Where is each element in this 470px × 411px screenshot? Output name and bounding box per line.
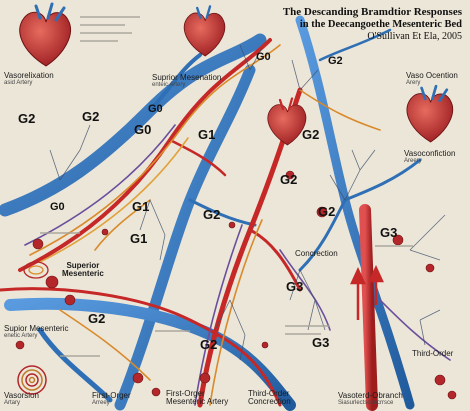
faint-text-line — [80, 32, 132, 34]
title-line-2: in the Deecangoethe Mesenteric Bed — [299, 18, 462, 30]
gen-label-g2-center: G2 — [302, 127, 320, 142]
label-first-order-sub: Arreey — [92, 400, 110, 407]
label-third-order-concretion-sub: Concrection — [248, 397, 291, 407]
label-superior-mesenteric-bottom-sub: enetic Artery — [4, 333, 38, 340]
label-third-order-concretion: Third-Order Concrection — [248, 389, 291, 407]
label-vasorestion-sub: Artary — [4, 400, 21, 407]
red-artery-lower — [0, 287, 282, 407]
label-first-order: First-Orger Arreey — [92, 391, 131, 407]
faint-text-line — [155, 330, 190, 332]
label-vasorelaxation: Vasorelixation asid Artery — [4, 71, 54, 87]
spiral-icon — [17, 365, 47, 395]
label-first-order-mesenteric-sub: Mesenteric Artery — [166, 397, 229, 407]
gen-label-g0-left-mid: G0 — [50, 201, 65, 213]
label-vaso-occlusion-sub: Arery — [406, 80, 421, 87]
heart-center — [267, 97, 307, 146]
orange-vessel-3 — [209, 219, 263, 406]
label-vasorelaxation-sub: asid Artery — [4, 80, 33, 87]
gen-label-g2-low-left: G2 — [88, 311, 106, 326]
label-third-order-concretion-text: Third-Order — [248, 389, 290, 398]
label-vasoconstriction-sub: Areery — [404, 158, 422, 165]
label-vasorelaxation-text: Vasorelixation — [4, 71, 54, 80]
label-superior-mesenteric-top-sub: enteic Artery — [152, 82, 186, 89]
heart-top-left — [19, 2, 71, 67]
gen-label-g2-right: G2 — [318, 204, 336, 219]
heart-right — [406, 84, 454, 143]
orange-vessel-6 — [299, 89, 381, 131]
heart-top-center — [183, 5, 226, 57]
gen-label-g2-upper: G2 — [82, 109, 100, 124]
gen-label-g2-top-right: G2 — [328, 55, 343, 67]
label-superior-mesenteric-top: Suprior Mesenation enteic Artery — [152, 73, 222, 89]
faint-text-line — [375, 245, 413, 247]
label-superior-mesenteric-bottom-text: Supior Mesenteric — [4, 324, 69, 333]
red-arrows — [350, 265, 384, 320]
diagram-title: The Descanding Bramdtior Responses in th… — [262, 6, 462, 42]
faint-text-line — [40, 232, 80, 234]
gen-label-g0-mid2: G0 — [148, 103, 163, 115]
label-concretion: Concrection — [295, 249, 338, 258]
red-artery-right — [359, 204, 378, 411]
blue-branch-3 — [298, 198, 347, 272]
blue-branch-5 — [318, 28, 392, 62]
label-vasorestion: Vasorsion Artary — [4, 391, 39, 407]
label-vaso-occlusion: Vaso Ocention Arery — [406, 71, 458, 87]
label-vascular-branch-text: Vasoterd-Obranch — [338, 391, 403, 400]
blue-branch-1 — [148, 53, 202, 112]
purple-vessel-4 — [379, 299, 451, 361]
faint-text-line — [80, 16, 140, 18]
gen-label-g1-mid: G1 — [132, 199, 150, 214]
branch-tree — [49, 44, 446, 361]
label-superior-mesenteric-top-text: Suprior Mesenation — [152, 73, 222, 82]
gen-label-g2-mid: G2 — [203, 207, 221, 222]
label-vaso-occlusion-text: Vaso Ocention — [406, 71, 458, 80]
label-vasoconstriction: Vasoconfiction Areery — [404, 149, 456, 165]
label-superior-mesenteric-mid: Superior Mesenteric — [62, 261, 104, 279]
blue-branch-2 — [343, 158, 422, 202]
gen-label-g2-low-center: G2 — [200, 337, 218, 352]
nodes — [15, 170, 457, 400]
gen-label-g3-right: G3 — [380, 225, 398, 240]
faint-text-line — [285, 325, 330, 327]
gen-label-g3-lower: G3 — [312, 335, 330, 350]
blue-branch-4 — [188, 198, 257, 227]
label-first-order-mesenteric-text: First-Orger — [166, 389, 205, 398]
title-line-1: The Descanding Bramdtior Responses — [282, 6, 462, 18]
gen-label-g0-top: G0 — [256, 51, 271, 63]
label-first-order-mesenteric: First-Orger Mesenteric Artery — [166, 389, 229, 407]
title-line-3: O'Sullivan Et Ela, 2005 — [367, 30, 462, 42]
label-vascular-branch: Vasoterd-Obranch Siasurlectsconcrrsce — [338, 391, 403, 407]
purple-vessel-3 — [279, 249, 331, 331]
label-vasoconstriction-text: Vasoconfiction — [404, 149, 456, 158]
small-coil-icon — [23, 261, 49, 279]
label-third-order-right: Third-Order — [412, 349, 454, 358]
orange-vessel-2 — [39, 137, 189, 263]
gen-label-g2-center-right: G2 — [280, 172, 298, 187]
faint-text-line — [60, 355, 100, 357]
label-vascular-branch-sub: Siasurlectsconcrrsce — [338, 400, 394, 407]
label-vasorestion-text: Vasorsion — [4, 391, 39, 400]
orange-vessel-4 — [94, 199, 151, 251]
orange-vessel-5 — [59, 309, 151, 381]
blue-branch-6 — [37, 327, 113, 403]
faint-text-line — [285, 333, 321, 335]
label-superior-mesenteric-bottom: Supior Mesenteric enetic Artery — [4, 324, 69, 340]
gen-label-g2-left: G2 — [18, 111, 36, 126]
main-blue-vessel-mid — [114, 64, 256, 411]
label-superior-mesenteric-mid-text: Superior — [66, 261, 100, 270]
gen-label-g1-upper: G1 — [198, 127, 216, 142]
gen-label-g1-low: G1 — [130, 231, 148, 246]
gen-label-g3-center: G3 — [286, 279, 304, 294]
label-superior-mesenteric-mid-text2: Mesenteric — [62, 269, 104, 279]
faint-text-line — [80, 24, 125, 26]
faint-text-line — [80, 40, 118, 42]
label-first-order-text: First-Orger — [92, 391, 131, 400]
purple-vessel-2 — [194, 224, 243, 406]
gen-label-g0-mid: G0 — [134, 122, 152, 137]
red-artery-branch-2 — [168, 138, 227, 177]
